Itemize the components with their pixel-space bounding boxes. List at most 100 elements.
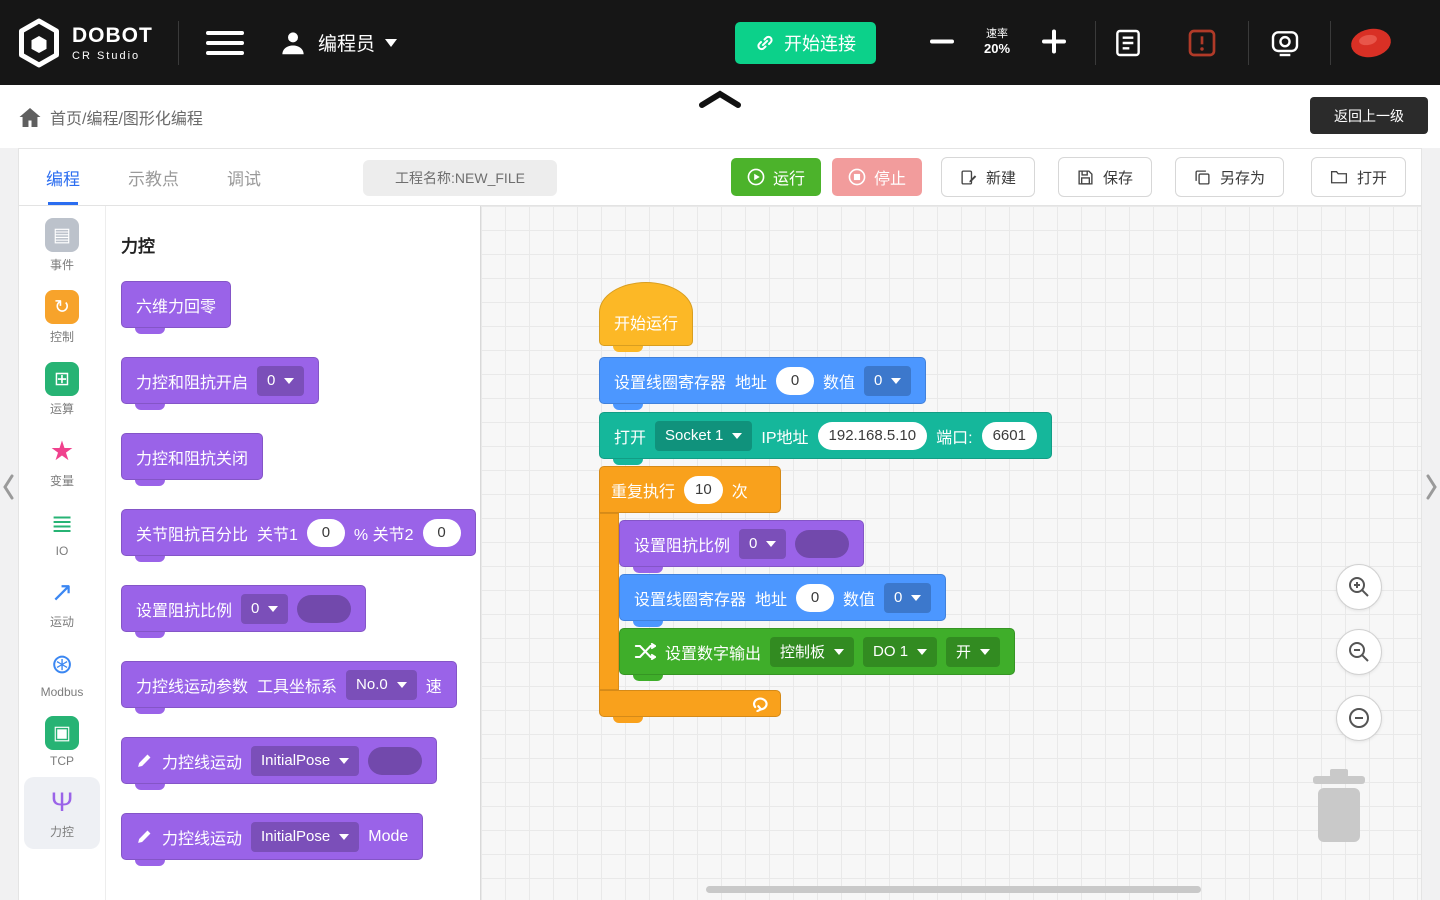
palette-block-line-motion[interactable]: 力控线运动 InitialPose xyxy=(121,737,438,790)
tab-debug[interactable]: 调试 xyxy=(227,169,261,189)
link-icon xyxy=(757,35,773,50)
category-motion[interactable]: ↗ 运动 xyxy=(24,567,100,639)
block-label: 力控和阻抗关闭 xyxy=(136,450,249,468)
user-menu[interactable]: 编程员 xyxy=(278,28,398,58)
menu-button[interactable] xyxy=(206,30,244,55)
dropdown[interactable]: InitialPose xyxy=(251,821,360,852)
empty-input-slot[interactable] xyxy=(368,746,423,775)
pen-icon xyxy=(138,754,151,767)
category-modbus[interactable]: ⊛ Modbus xyxy=(24,639,100,708)
category-variables[interactable]: ★ 变量 xyxy=(24,426,100,498)
palette-block-joint-impedance[interactable]: 关节阻抗百分比 关节1 0 % 关节2 0 xyxy=(121,509,476,562)
speed-increase-button[interactable] xyxy=(1040,27,1068,58)
start-hat-block[interactable]: 开始运行 xyxy=(599,282,694,352)
scroll-left-arrow[interactable] xyxy=(1,472,17,505)
palette-block-impedance-off[interactable]: 力控和阻抗关闭 xyxy=(121,433,264,486)
palette-block-impedance-ratio[interactable]: 设置阻抗比例 0 xyxy=(121,585,367,638)
tab-teach-points[interactable]: 示教点 xyxy=(128,169,179,189)
palette-block-impedance-on[interactable]: 力控和阻抗开启 0 xyxy=(121,357,320,410)
field-label: 数值 xyxy=(823,374,856,392)
save-as-button[interactable]: 另存为 xyxy=(1175,157,1285,197)
category-label: IO xyxy=(55,544,69,558)
set-impedance-ratio-block[interactable]: 设置阻抗比例 0 xyxy=(619,520,865,573)
category-io[interactable]: ≣ IO xyxy=(24,498,100,567)
alarm-button[interactable] xyxy=(1186,27,1218,59)
horizontal-scrollbar[interactable] xyxy=(706,886,1201,893)
tab-programming[interactable]: 编程 xyxy=(46,149,80,205)
speed-decrease-button[interactable] xyxy=(928,27,956,58)
repeat-footer[interactable] xyxy=(599,690,781,723)
program-canvas[interactable]: 开始运行 设置线圈寄存器 地址 0 数值 0 打开 Socket 1 IP地址 … xyxy=(481,206,1421,900)
repeat-header[interactable]: 重复执行 10 次 xyxy=(599,466,781,513)
repeat-block[interactable]: 重复执行 10 次 设置阻抗比例 0 设置线圈寄存器 地址 xyxy=(599,466,1016,723)
state-dropdown[interactable]: 开 xyxy=(946,636,1001,667)
empty-input-slot[interactable] xyxy=(795,529,850,558)
repeat-count-input[interactable]: 10 xyxy=(684,475,723,504)
set-digital-output-block[interactable]: 设置数字输出 控制板 DO 1 开 xyxy=(619,628,1016,681)
category-operators[interactable]: ⊞ 运算 xyxy=(24,354,100,426)
dropdown[interactable]: No.0 xyxy=(346,669,417,700)
block-label: 力控线运动 xyxy=(162,754,243,772)
value-input[interactable]: 0 xyxy=(422,518,461,547)
empty-input-slot[interactable] xyxy=(297,594,352,623)
user-name: 编程员 xyxy=(318,34,376,55)
monitor-button[interactable] xyxy=(1268,27,1302,59)
block-label: 设置阻抗比例 xyxy=(136,602,233,620)
category-force-control[interactable]: Ψ 力控 xyxy=(24,777,100,849)
value-input[interactable]: 0 xyxy=(306,518,345,547)
collapse-panel-button[interactable] xyxy=(697,89,743,112)
run-button[interactable]: 运行 xyxy=(731,158,822,196)
project-name-field[interactable]: 工程名称:NEW_FILE xyxy=(363,160,557,196)
category-tcp[interactable]: ▣ TCP xyxy=(24,708,100,777)
do-channel-dropdown[interactable]: DO 1 xyxy=(863,636,938,667)
save-label: 保存 xyxy=(1103,169,1134,187)
brand-subtitle: CR Studio xyxy=(72,49,141,62)
connect-button[interactable]: 开始连接 xyxy=(735,21,876,64)
motion-icon: ↗ xyxy=(50,577,74,607)
zoom-out-button[interactable] xyxy=(1336,629,1382,675)
trash-button[interactable] xyxy=(1309,764,1369,851)
zoom-in-button[interactable] xyxy=(1336,564,1382,610)
open-socket-block[interactable]: 打开 Socket 1 IP地址 192.168.5.10 端口: 6601 xyxy=(599,412,1052,465)
back-button[interactable]: 返回上一级 xyxy=(1310,97,1428,134)
block-label: 重复执行 xyxy=(611,483,676,501)
open-button[interactable]: 打开 xyxy=(1311,157,1407,197)
block-label: 开始运行 xyxy=(614,316,679,333)
dropdown[interactable]: 0 xyxy=(241,593,289,624)
palette-block-line-motion-mode[interactable]: 力控线运动 InitialPose Mode xyxy=(121,813,424,866)
field-label: IP地址 xyxy=(761,429,809,447)
palette-block-force-zero[interactable]: 六维力回零 xyxy=(121,281,232,334)
dropdown[interactable]: 0 xyxy=(739,528,787,559)
caret-icon xyxy=(732,432,743,439)
board-dropdown[interactable]: 控制板 xyxy=(770,636,855,667)
field-label: 关节1 xyxy=(257,526,298,544)
connect-label: 开始连接 xyxy=(784,33,856,54)
category-label: 运动 xyxy=(49,615,74,629)
dropdown[interactable]: InitialPose xyxy=(251,745,360,776)
port-input[interactable]: 6601 xyxy=(981,421,1037,450)
force-control-icon: Ψ xyxy=(50,787,74,817)
save-button[interactable]: 保存 xyxy=(1058,157,1153,197)
reset-view-button[interactable] xyxy=(1336,695,1382,741)
palette-block-line-motion-params[interactable]: 力控线运动参数 工具坐标系 No.0 速 xyxy=(121,661,457,714)
dropdown[interactable]: 0 xyxy=(257,365,305,396)
estop-indicator[interactable] xyxy=(1348,24,1394,62)
set-coil-register-block[interactable]: 设置线圈寄存器 地址 0 数值 0 xyxy=(619,574,947,627)
new-button[interactable]: 新建 xyxy=(941,157,1036,197)
divider xyxy=(1248,20,1249,65)
scroll-right-arrow[interactable] xyxy=(1423,472,1439,505)
stop-button[interactable]: 停止 xyxy=(832,158,923,196)
category-events[interactable]: ▤ 事件 xyxy=(24,210,100,282)
category-label: 事件 xyxy=(49,258,74,272)
category-control[interactable]: ↻ 控制 xyxy=(24,282,100,354)
field-label: Mode xyxy=(368,827,409,845)
value-dropdown[interactable]: 0 xyxy=(864,365,912,396)
ip-address-input[interactable]: 192.168.5.10 xyxy=(817,421,928,450)
breadcrumb[interactable]: 首页/编程/图形化编程 xyxy=(18,105,203,129)
socket-dropdown[interactable]: Socket 1 xyxy=(655,420,753,451)
address-input[interactable]: 0 xyxy=(796,583,835,612)
value-dropdown[interactable]: 0 xyxy=(884,582,932,613)
address-input[interactable]: 0 xyxy=(776,366,815,395)
set-coil-register-block[interactable]: 设置线圈寄存器 地址 0 数值 0 xyxy=(599,357,927,410)
log-button[interactable] xyxy=(1112,27,1144,59)
